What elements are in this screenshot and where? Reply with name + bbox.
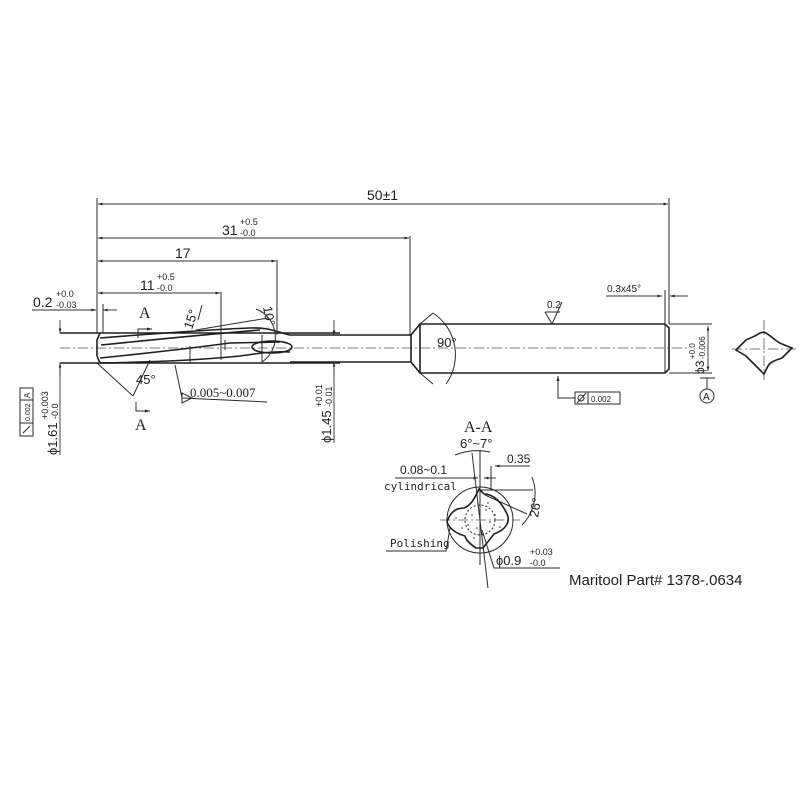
angle-26: 26° (526, 497, 544, 519)
angle-45: 45° (136, 372, 156, 387)
angle-90: 90° (437, 335, 457, 350)
dim-dia-145-base: ϕ1.45 (319, 410, 334, 443)
flute-body (60, 327, 340, 364)
shank (410, 312, 670, 385)
dim-margin-width: 0.08~0.1 (400, 463, 447, 477)
dim-17: 17 (175, 245, 191, 261)
dim-dia-161-upper: +0.003 (40, 391, 50, 419)
polishing-label: Polishing (390, 537, 450, 550)
part-number-title: Maritool Part# 1378-.0634 (569, 572, 742, 589)
dim-11-lower: -0.0 (157, 283, 173, 293)
back-taper-note: 0.005~0.007 (190, 385, 256, 400)
dim-31-lower: -0.0 (240, 228, 256, 238)
angle-10: 10° (260, 305, 278, 327)
angle-15: 15° (181, 308, 201, 331)
dim-dia-145-upper: +0.01 (314, 384, 324, 407)
dim-tip-chamfer-upper: +0.0 (56, 289, 74, 299)
dim-dia-3-base: ϕ3 (693, 360, 707, 374)
datum-a-symbol: A (699, 377, 715, 404)
end-view (732, 320, 798, 380)
dim-31-base: 31 (222, 222, 238, 238)
margin-label: cylindrical (384, 480, 457, 493)
polishing-texture (455, 502, 501, 539)
section-title: A-A (464, 419, 493, 436)
dim-tip-chamfer-lower: -0.03 (56, 300, 77, 310)
neck (290, 334, 412, 363)
dim-shank-chamfer: 0.3x45° (607, 284, 641, 295)
runout-value: 0.002 (25, 403, 32, 421)
dim-31-upper: +0.5 (240, 217, 258, 227)
section-mark-a-top: A (139, 305, 151, 322)
runout-datum: A (23, 392, 32, 398)
section-angle-6-7: 6°~7° (460, 436, 492, 451)
dim-11-upper: +0.5 (157, 272, 175, 282)
dim-dia-3-upper: +0.0 (688, 343, 697, 359)
dim-tip-chamfer-base: 0.2 (33, 294, 53, 310)
dim-dia-09-lower: -0.0 (530, 558, 546, 568)
dim-dia-161-lower: -0.0 (50, 403, 60, 419)
dim-dia-09-base: ϕ0.9 (496, 553, 521, 568)
cylindricity-value: 0.002 (591, 395, 612, 404)
surface-finish-value: 0.2 (547, 300, 561, 311)
section-flute-profile (446, 487, 509, 549)
dim-dia-3-lower: -0.006 (698, 336, 707, 359)
dim-land-width: 0.35 (507, 452, 531, 466)
cylindricity-tolerance-frame: 0.002 (556, 376, 621, 405)
datum-a-label: A (703, 392, 710, 403)
dim-dia-161-base: ϕ1.61 (45, 422, 60, 455)
dim-dia-09-upper: +0.03 (530, 547, 553, 557)
runout-tolerance-frame: 0.002 A (19, 387, 34, 437)
dim-dia-145-lower: -0.01 (324, 386, 334, 407)
section-mark-a-bottom: A (135, 417, 147, 434)
surface-finish-symbol: 0.2 (544, 300, 563, 326)
dim-overall-length: 50±1 (367, 187, 398, 203)
dim-11-base: 11 (140, 277, 155, 293)
